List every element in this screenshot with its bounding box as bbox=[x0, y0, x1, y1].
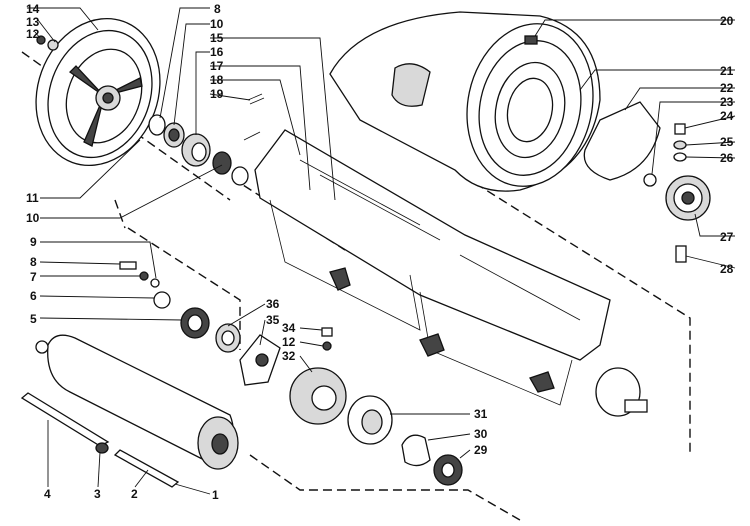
shield-22 bbox=[583, 101, 661, 181]
bearing-5 bbox=[180, 307, 210, 339]
assembly-outline-lower bbox=[114, 199, 521, 521]
bushing-3 bbox=[95, 442, 109, 454]
label-29: 29 bbox=[474, 443, 488, 457]
clamp-30 bbox=[401, 434, 431, 467]
blade-2 bbox=[113, 449, 180, 488]
trough-body bbox=[254, 129, 648, 417]
washer-23 bbox=[643, 173, 657, 187]
label-4: 4 bbox=[44, 487, 51, 501]
flange-hub bbox=[255, 353, 269, 367]
spring-pin-19 bbox=[247, 93, 265, 105]
washer-13 bbox=[47, 39, 59, 51]
label-24: 24 bbox=[720, 109, 734, 123]
part-labels: 14 13 12 8 10 15 16 17 18 19 20 21 22 23… bbox=[26, 2, 734, 502]
label-10: 10 bbox=[210, 17, 224, 31]
label-23: 23 bbox=[720, 95, 734, 109]
label-11: 11 bbox=[26, 191, 39, 205]
washer-9 bbox=[150, 278, 160, 288]
label-16: 16 bbox=[210, 45, 224, 59]
label-15: 15 bbox=[210, 31, 224, 45]
bearing-36 bbox=[215, 323, 241, 353]
label-18: 18 bbox=[210, 73, 224, 87]
pin-18 bbox=[243, 131, 261, 141]
label-34: 34 bbox=[282, 321, 296, 335]
label-30: 30 bbox=[474, 427, 488, 441]
label-12: 12 bbox=[26, 27, 40, 41]
nut-7 bbox=[139, 271, 149, 281]
nut-12 bbox=[36, 35, 46, 45]
label-7: 7 bbox=[30, 270, 37, 284]
label-21: 21 bbox=[720, 64, 734, 78]
sprocket-hub bbox=[311, 385, 337, 411]
label-17: 17 bbox=[210, 59, 224, 73]
label-35: 35 bbox=[266, 313, 280, 327]
label-20: 20 bbox=[720, 14, 734, 28]
bolt-34 bbox=[321, 327, 333, 337]
label-32: 32 bbox=[282, 349, 296, 363]
bearing-group-upper bbox=[148, 114, 249, 186]
bearing-29 bbox=[433, 454, 463, 486]
bolt-28 bbox=[675, 245, 687, 263]
label-12b: 12 bbox=[282, 335, 296, 349]
label-5: 5 bbox=[30, 312, 37, 326]
roller bbox=[35, 334, 239, 470]
end-disc bbox=[35, 17, 161, 167]
nut-24 bbox=[674, 123, 686, 135]
label-9: 9 bbox=[30, 235, 37, 249]
housing bbox=[329, 11, 601, 192]
label-27: 27 bbox=[720, 230, 734, 244]
label-1: 1 bbox=[212, 488, 219, 502]
label-26: 26 bbox=[720, 151, 734, 165]
label-3: 3 bbox=[94, 487, 101, 501]
nut-12b bbox=[322, 341, 332, 351]
label-8b: 8 bbox=[30, 255, 37, 269]
label-10b: 10 bbox=[26, 211, 40, 225]
label-22: 22 bbox=[720, 81, 734, 95]
plate-31-inner bbox=[361, 409, 383, 435]
blade-4 bbox=[20, 392, 110, 447]
label-6: 6 bbox=[30, 289, 37, 303]
label-28: 28 bbox=[720, 262, 734, 276]
label-2: 2 bbox=[131, 487, 138, 501]
gear-27 bbox=[665, 175, 711, 221]
washer-25 bbox=[673, 140, 687, 150]
label-19: 19 bbox=[210, 87, 224, 101]
ring-6 bbox=[153, 291, 171, 309]
label-25: 25 bbox=[720, 135, 734, 149]
bolt-8 bbox=[119, 261, 137, 270]
label-14: 14 bbox=[26, 2, 40, 16]
label-36: 36 bbox=[266, 297, 280, 311]
label-8: 8 bbox=[214, 2, 221, 16]
label-13: 13 bbox=[26, 15, 40, 29]
leader-lines bbox=[27, 7, 736, 495]
washer-26 bbox=[673, 152, 687, 162]
label-31: 31 bbox=[474, 407, 488, 421]
